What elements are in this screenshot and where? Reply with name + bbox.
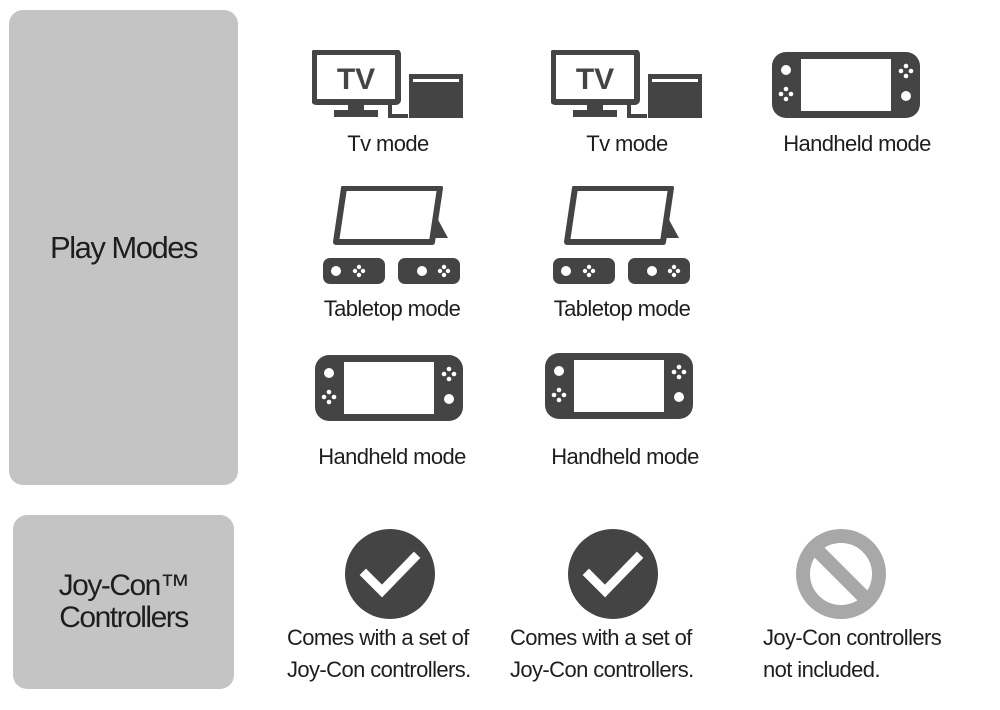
checkmark-icon: [568, 529, 658, 619]
mode-label: Handheld mode: [551, 444, 699, 469]
play-modes-title: Play Modes: [50, 229, 198, 265]
joycon-title: Joy-Con™ Controllers: [58, 569, 190, 634]
dock-icon: [648, 74, 702, 118]
handheld-console-icon: [315, 355, 463, 421]
joycon-title-line1: Joy-Con™: [58, 569, 190, 602]
mode-label: Handheld mode: [318, 444, 466, 469]
tabletop-console-icon: [333, 186, 448, 245]
joycon-controller-icon: [628, 258, 690, 284]
prohibited-icon: [796, 529, 886, 619]
joycon-title-line2: Controllers: [59, 601, 189, 634]
tabletop-console-icon: [564, 186, 679, 245]
joycon-description: Comes with a set of Joy-Con controllers.: [510, 625, 694, 682]
joycon-description: Joy-Con controllers not included.: [763, 625, 942, 682]
joycon-description: Comes with a set of Joy-Con controllers.: [287, 625, 471, 682]
tv-icon: TV: [312, 50, 408, 118]
joycon-controller-icon: [323, 258, 385, 284]
svg-text:TV: TV: [337, 63, 375, 96]
handheld-console-icon: [772, 52, 920, 118]
joycon-controller-icon: [553, 258, 615, 284]
mode-label: Handheld mode: [783, 131, 931, 156]
mode-label: Tabletop mode: [323, 296, 461, 321]
mode-label: Tv mode: [586, 131, 668, 156]
tv-icon: TV: [551, 50, 647, 118]
checkmark-icon: [345, 529, 435, 619]
mode-label: Tv mode: [347, 131, 429, 156]
joycon-panel: Joy-Con™ Controllers: [13, 515, 234, 689]
joycon-controller-icon: [398, 258, 460, 284]
play-modes-panel: Play Modes: [9, 10, 238, 485]
handheld-console-icon: [545, 353, 693, 419]
dock-icon: [409, 74, 463, 118]
svg-text:TV: TV: [576, 63, 614, 96]
mode-label: Tabletop mode: [553, 296, 691, 321]
